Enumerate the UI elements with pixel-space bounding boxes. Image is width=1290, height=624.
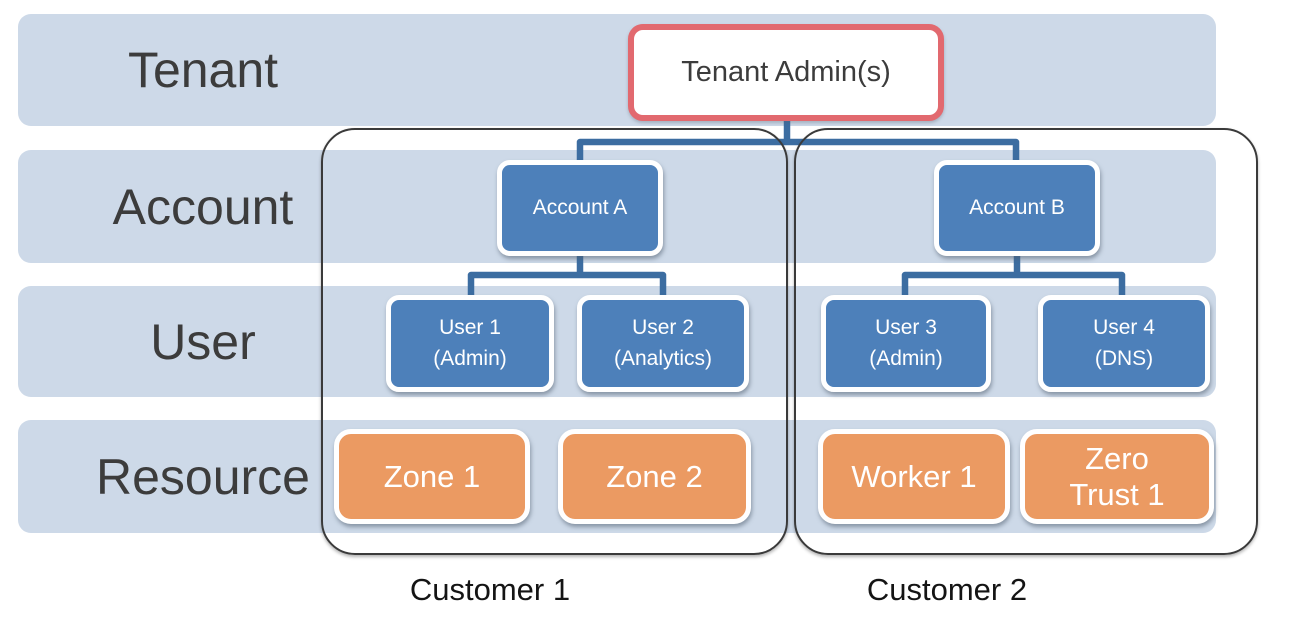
- account-a-label: Account A: [532, 195, 628, 219]
- zero-trust-1-node: Zero Trust 1: [1020, 429, 1214, 524]
- user-2-label: User 2 (Analytics): [613, 316, 713, 370]
- customer-1-label: Customer 1: [409, 572, 571, 607]
- zone-2-node: Zone 2: [558, 429, 751, 524]
- user-4-label: User 4 (DNS): [1093, 316, 1155, 370]
- row-label-account: Account: [112, 178, 294, 235]
- user-1-node: User 1 (Admin): [386, 295, 554, 392]
- user-4-node: User 4 (DNS): [1038, 295, 1210, 392]
- user-2-node: User 2 (Analytics): [577, 295, 749, 392]
- user-3-node: User 3 (Admin): [821, 295, 991, 392]
- tenant-admin-label: Tenant Admin(s): [681, 56, 891, 88]
- account-b-node: Account B: [934, 160, 1100, 256]
- row-label-user: User: [150, 313, 256, 370]
- user-1-label: User 1 (Admin): [433, 316, 507, 370]
- zone-1-node: Zone 1: [334, 429, 530, 524]
- zone-2-label: Zone 2: [606, 458, 703, 494]
- account-b-label: Account B: [969, 195, 1065, 219]
- user-3-label: User 3 (Admin): [869, 316, 943, 370]
- row-label-tenant: Tenant: [127, 42, 279, 98]
- tenant-admin-node: Tenant Admin(s): [628, 24, 944, 121]
- worker-1-label: Worker 1: [851, 458, 977, 494]
- row-label-resource: Resource: [96, 448, 310, 505]
- worker-1-node: Worker 1: [818, 429, 1010, 524]
- customer-2-label: Customer 2: [866, 572, 1028, 607]
- zero-trust-1-label: Zero Trust 1: [1069, 440, 1165, 512]
- account-a-node: Account A: [497, 160, 663, 256]
- zone-1-label: Zone 1: [383, 458, 481, 494]
- row-band-tenant: Tenant: [18, 14, 1216, 126]
